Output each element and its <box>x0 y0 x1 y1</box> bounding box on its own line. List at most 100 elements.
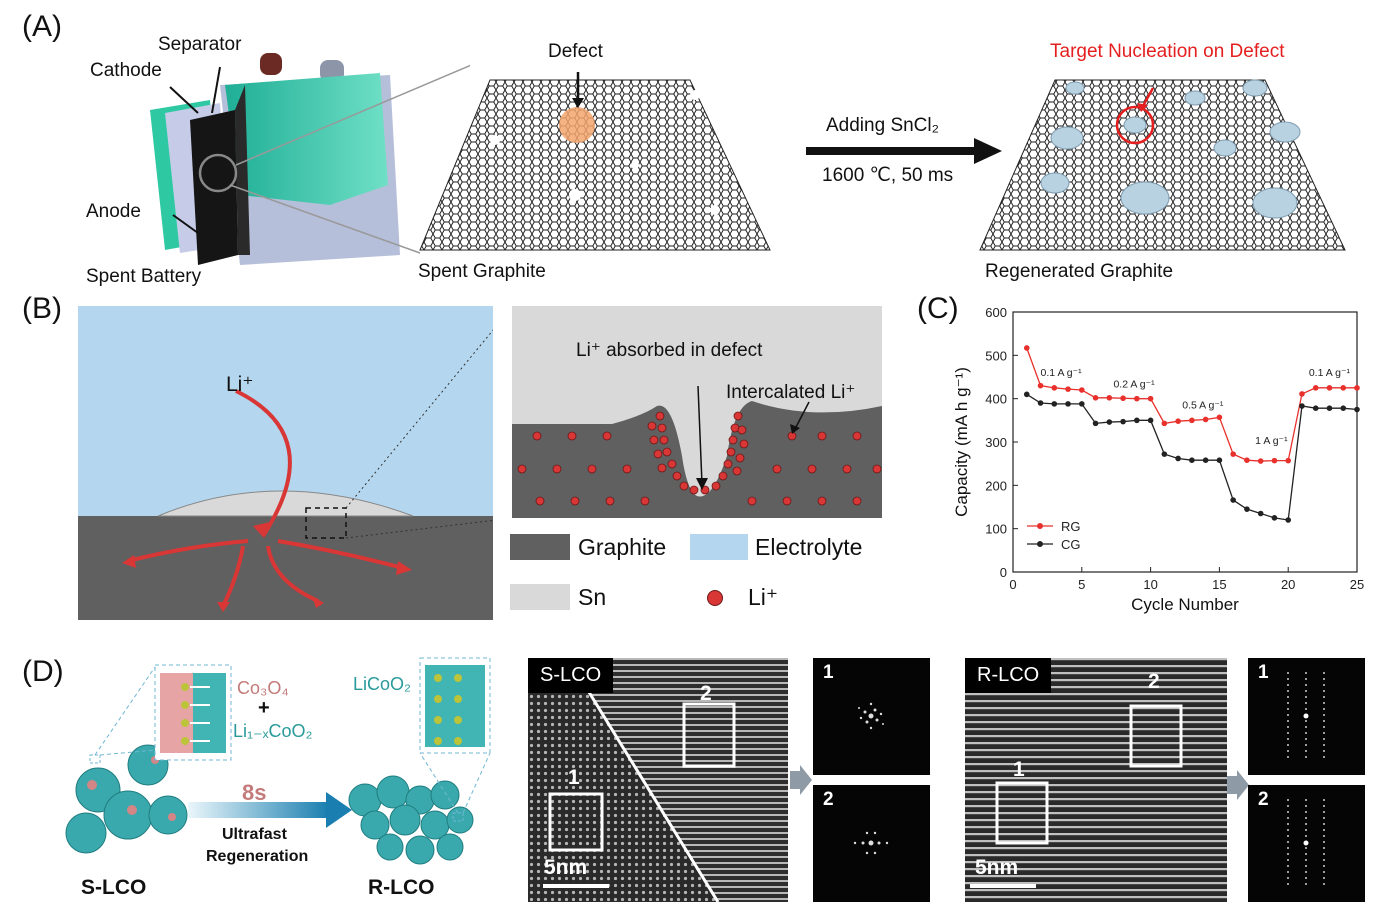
x-tick-label: 15 <box>1212 577 1226 592</box>
time-label: 8s <box>242 780 267 805</box>
data-point-CG <box>1285 517 1291 523</box>
data-point-RG <box>1257 458 1264 464</box>
data-point-RG <box>1134 395 1140 402</box>
fft-s-lco-2-number: 2 <box>823 789 834 810</box>
data-point-RG <box>1285 457 1291 464</box>
tem-image-s-lco: S-LCO 1 2 5nm <box>528 658 788 902</box>
box1-label-s: 1 <box>568 766 580 789</box>
licoo2-label: LiCoO₂ <box>353 674 412 694</box>
anode-label: Anode <box>86 201 141 222</box>
fft-s-lco-1: 1 <box>813 658 930 775</box>
y-tick-label: 0 <box>1000 565 1007 580</box>
ultrafast-label: Ultrafast <box>222 826 287 843</box>
fft-r-lco-2: 2 <box>1248 785 1365 902</box>
data-point-CG <box>1106 419 1113 425</box>
gray-arrow-left <box>790 765 812 795</box>
data-point-RG <box>1299 391 1305 397</box>
legend-sn-swatch <box>510 584 570 610</box>
legend-electrolyte-label: Electrolyte <box>755 534 863 560</box>
process-arrow <box>806 138 1002 164</box>
data-point-CG <box>1189 457 1195 463</box>
panel-b-letter: (B) <box>22 292 62 325</box>
data-point-RG <box>1120 395 1126 402</box>
lco-regeneration-schematic <box>65 657 491 865</box>
scale-bar-label-s: 5nm <box>544 856 588 879</box>
tem-image-r-lco: R-LCO 1 2 5nm <box>965 658 1227 902</box>
series-line-CG <box>1026 393 1358 521</box>
defect-zoom-schematic <box>512 306 882 518</box>
s-lco-label: S-LCO <box>81 876 147 899</box>
data-point-RG <box>1230 451 1236 457</box>
data-point-CG <box>1161 451 1168 457</box>
x-tick-label: 0 <box>1009 577 1016 592</box>
data-point-RG <box>1147 395 1154 402</box>
x-tick-label: 10 <box>1143 577 1157 592</box>
legend-li-label: Li⁺ <box>748 584 779 610</box>
data-point-RG <box>1023 345 1030 351</box>
legend-graphite-swatch <box>510 534 570 560</box>
data-point-CG <box>1271 515 1278 521</box>
x-tick-label: 5 <box>1078 577 1085 592</box>
target-nucleation-label: Target Nucleation on Defect <box>1050 41 1285 62</box>
plus-label: + <box>258 697 270 719</box>
rate-annotation: 0.5 A g⁻¹ <box>1182 399 1224 411</box>
data-point-CG <box>1299 403 1305 409</box>
spent-battery-label: Spent Battery <box>86 266 202 287</box>
data-point-CG <box>1051 401 1058 407</box>
data-point-CG <box>1340 405 1347 411</box>
y-tick-label: 400 <box>985 392 1007 407</box>
fft-r-lco-1-number: 1 <box>1258 662 1269 683</box>
legend-label-CG: CG <box>1061 537 1081 552</box>
legend-sn-label: Sn <box>578 584 607 610</box>
y-tick-label: 200 <box>985 478 1007 493</box>
legend-label-RG: RG <box>1061 519 1081 534</box>
y-axis-label: Capacity (mA h g⁻¹) <box>952 367 971 517</box>
data-point-RG <box>1354 385 1360 391</box>
gray-arrow-right <box>1227 770 1249 800</box>
scale-bar-label-r: 5nm <box>975 856 1019 879</box>
data-point-CG <box>1147 417 1154 424</box>
data-point-RG <box>1340 385 1347 391</box>
data-point-CG <box>1354 406 1360 413</box>
absorbed-in-defect-label: Li⁺ absorbed in defect <box>576 340 763 361</box>
y-tick-label: 100 <box>985 522 1007 537</box>
legend-graphite-label: Graphite <box>578 534 667 560</box>
data-point-RG <box>1106 395 1113 401</box>
battery-illustration <box>150 53 470 265</box>
data-point-CG <box>1230 497 1236 503</box>
data-point-RG <box>1037 382 1044 389</box>
data-point-CG <box>1326 405 1333 411</box>
spent-graphite-sheet <box>419 72 771 251</box>
separator-label: Separator <box>158 34 242 55</box>
data-point-CG <box>1216 457 1223 463</box>
data-point-CG <box>1065 401 1071 407</box>
data-point-CG <box>1312 405 1319 411</box>
data-point-CG <box>1175 455 1181 462</box>
data-point-CG <box>1134 417 1140 424</box>
data-point-RG <box>1216 414 1223 421</box>
data-point-RG <box>1189 417 1195 424</box>
box2-label-s: 2 <box>700 682 712 705</box>
co3o4-label: Co₃O₄ <box>237 678 289 698</box>
data-point-RG <box>1065 386 1071 392</box>
data-point-CG <box>1092 420 1099 427</box>
li-plus-label: Li⁺ <box>226 373 254 396</box>
rate-annotation: 0.1 A g⁻¹ <box>1041 367 1083 379</box>
panel-d-letter: (D) <box>22 655 64 688</box>
tem-tag-r-lco: R-LCO <box>965 658 1052 693</box>
legend-li-dot <box>707 590 723 606</box>
r-lco-label: R-LCO <box>368 876 435 899</box>
data-point-RG <box>1202 416 1209 423</box>
fft-s-lco-1-number: 1 <box>823 662 834 683</box>
regenerated-graphite-label: Regenerated Graphite <box>985 261 1174 282</box>
data-point-RG <box>1092 395 1099 401</box>
panel-c-letter: (C) <box>917 292 959 325</box>
box2-label-r: 2 <box>1148 670 1160 693</box>
fft-s-lco-2: 2 <box>813 785 930 902</box>
tem-tag-s-lco: S-LCO <box>528 658 614 693</box>
data-point-RG <box>1326 385 1333 391</box>
legend-marker-RG <box>1037 523 1043 529</box>
legend-marker-CG <box>1037 541 1043 547</box>
process-arrow-bottom-label: 1600 ℃, 50 ms <box>822 165 954 186</box>
data-point-CG <box>1120 418 1126 425</box>
